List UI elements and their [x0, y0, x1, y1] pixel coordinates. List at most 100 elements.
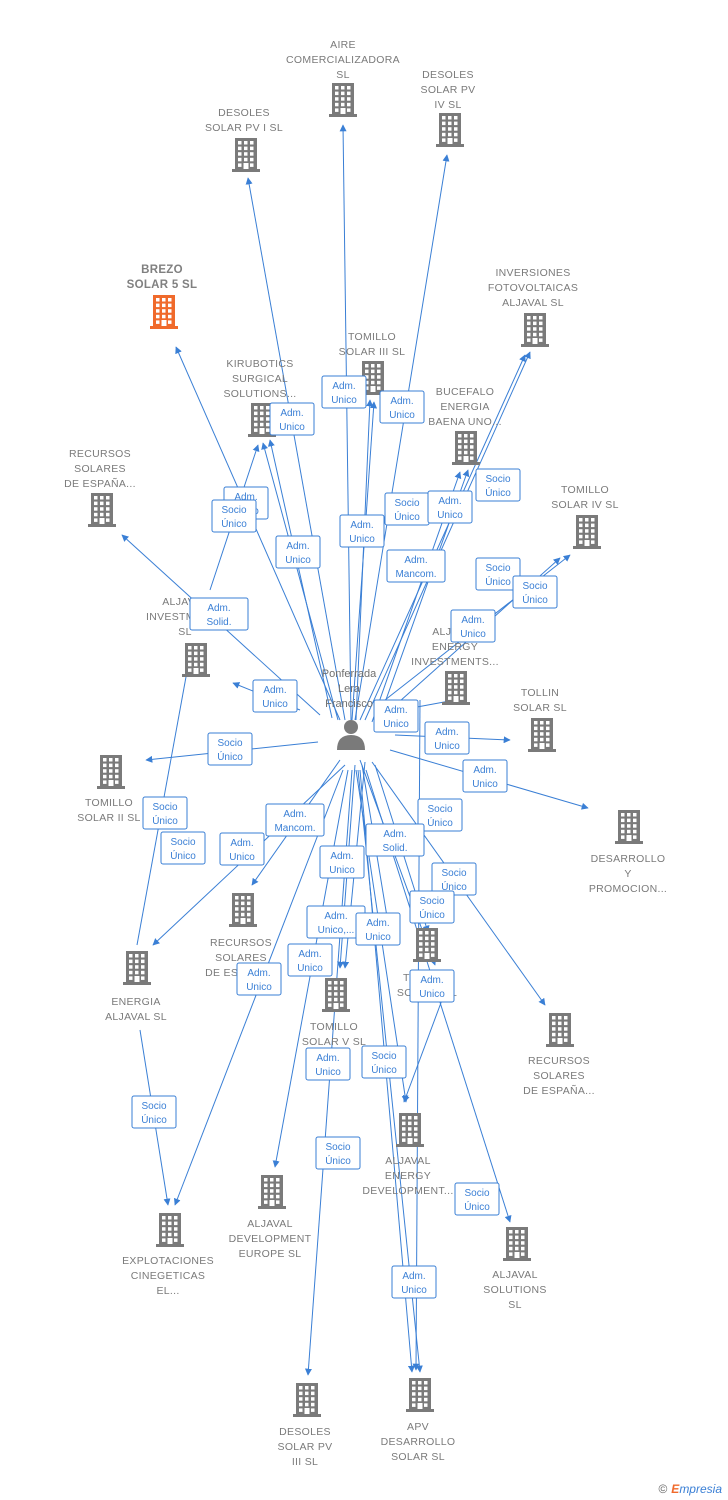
- company-label-line: RECURSOS: [69, 448, 131, 460]
- edge-line: [261, 442, 339, 721]
- company-label-line: SOLAR II SL: [77, 812, 140, 824]
- relation-badge[interactable]: Adm.Unico: [409, 969, 455, 1003]
- badge-label: Socio: [419, 896, 444, 907]
- company-label-line: ALJAVAL SL: [105, 1011, 167, 1023]
- company-label-line: SOLARES: [533, 1070, 585, 1082]
- relation-badge[interactable]: Adm.Unico: [219, 832, 265, 866]
- company-node-desarrollo[interactable]: DESARROLLOYPROMOCION...: [589, 810, 667, 895]
- relation-badge[interactable]: Adm.Unico,...: [306, 905, 366, 939]
- company-label-line: SOLAR PV: [278, 1441, 333, 1453]
- company-label-line: SURGICAL: [232, 373, 288, 385]
- person-label-line: Lera: [338, 683, 361, 695]
- relation-badge[interactable]: Adm.Mancom.: [265, 803, 325, 837]
- badge-label: Socio: [427, 804, 452, 815]
- edge-line: [364, 351, 531, 721]
- company-node-aljaval_energy_inv[interactable]: ALJAVALENERGYINVESTMENTS...: [411, 626, 499, 705]
- footer-credit[interactable]: ©Empresia: [658, 1482, 722, 1496]
- relation-badge[interactable]: Adm.Unico: [275, 535, 321, 569]
- relation-badge[interactable]: Adm.Solid.: [365, 823, 425, 857]
- badge-label: Adm.: [234, 492, 257, 503]
- relation-badge[interactable]: Adm.Unico: [252, 679, 298, 713]
- badge-label: Socio: [170, 837, 195, 848]
- relation-badge[interactable]: Adm.Unico: [427, 490, 473, 524]
- relation-badge[interactable]: Adm.Unico: [236, 962, 282, 996]
- relation-badge[interactable]: Adm.Unico: [305, 1047, 351, 1081]
- badge-label: Unico: [329, 865, 355, 876]
- badge-label: Socio: [394, 498, 419, 509]
- company-node-tomillo2[interactable]: TOMILLO SOLAR II SL: [77, 755, 140, 824]
- building-icon: [413, 928, 441, 962]
- company-node-kirubotics[interactable]: KIRUBOTICSSURGICALSOLUTIONS...: [223, 358, 296, 437]
- relation-badge[interactable]: Adm.Unico: [462, 759, 508, 793]
- person-label-line: Ponferrada: [322, 668, 377, 680]
- relation-badge[interactable]: Adm.Unico: [424, 721, 470, 755]
- relation-badge[interactable]: Adm.Unico: [373, 699, 419, 733]
- relation-badge[interactable]: Adm.Unico: [321, 375, 367, 409]
- badge-label: Unico: [297, 963, 323, 974]
- relation-badge[interactable]: Adm.Mancom.: [386, 549, 446, 583]
- building-icon: [546, 1013, 574, 1047]
- relation-badge[interactable]: Adm.Solid.: [189, 597, 249, 631]
- badge-label: Adm.: [366, 918, 389, 929]
- company-node-aljaval_energy_dev[interactable]: ALJAVALENERGYDEVELOPMENT...: [362, 1113, 453, 1197]
- relation-badge[interactable]: Adm.Unico: [269, 402, 315, 436]
- company-label-line: SOLAR IV SL: [551, 499, 619, 511]
- badge-label: Unico: [349, 534, 375, 545]
- company-label-line: INVESTMENTS...: [411, 656, 499, 668]
- badge-label: Único: [419, 908, 445, 921]
- relation-badge[interactable]: Adm.Unico: [287, 943, 333, 977]
- badge-label: Único: [221, 517, 247, 530]
- badge-label: Unico: [229, 852, 255, 863]
- company-label-line: TOMILLO: [85, 797, 133, 809]
- relation-badge[interactable]: Adm.Unico: [355, 912, 401, 946]
- badge-label: Único: [217, 750, 243, 763]
- badge-label: Socio: [152, 802, 177, 813]
- building-icon: [442, 671, 470, 705]
- badge-label: Socio: [141, 1101, 166, 1112]
- relation-badge[interactable]: Adm.Unico: [450, 609, 496, 643]
- relation-badge[interactable]: Adm.Unico: [339, 514, 385, 548]
- building-icon: [123, 951, 151, 985]
- relation-badge[interactable]: Adm.Unico: [319, 845, 365, 879]
- company-label-line: RECURSOS: [528, 1055, 590, 1067]
- relation-badge[interactable]: Adm.Unico: [391, 1265, 437, 1299]
- edge-line: [402, 999, 443, 1103]
- relation-badge[interactable]: Adm.Unico: [379, 390, 425, 424]
- badge-label: Socio: [485, 474, 510, 485]
- company-label-line: RECURSOS: [210, 937, 272, 949]
- company-node-explotaciones[interactable]: EXPLOTACIONESCINEGETICASEL...: [122, 1213, 214, 1297]
